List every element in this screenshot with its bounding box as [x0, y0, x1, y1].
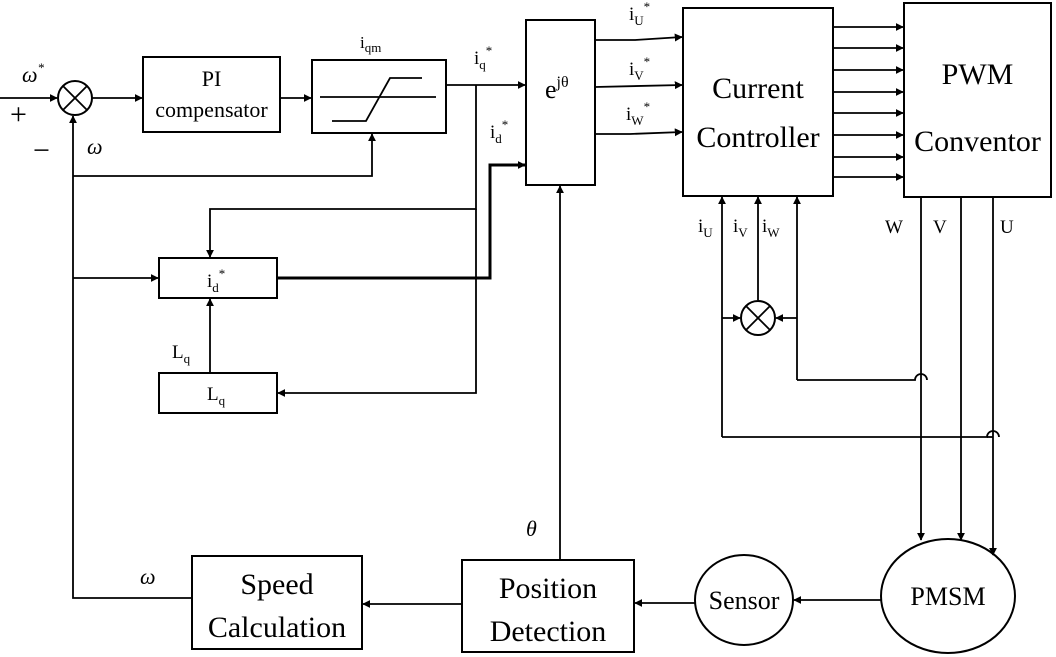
transform-label: ejθ: [545, 74, 569, 104]
omega-ref-label: ω*: [22, 60, 45, 87]
omega-to-limiter-wire: [73, 133, 376, 177]
position-det-label-line1: Position: [499, 572, 597, 605]
iw-feedback-label: iW: [762, 216, 780, 240]
pi-compensator-block: [142, 56, 281, 133]
lq-block-label: Lq: [207, 384, 226, 408]
iw-sense-wire: [797, 373, 928, 381]
speed-calc-label-line2: Calculation: [208, 611, 346, 644]
pwm-conventor-block: [903, 2, 1052, 198]
pmsm-block: [880, 538, 1016, 654]
iv-ref-wire: [594, 81, 683, 90]
pmsm-label: PMSM: [910, 582, 985, 611]
iu-sense-wire: [722, 430, 1000, 438]
iv-feedback-label: iV: [733, 216, 748, 240]
phase-w-label: W: [885, 217, 903, 238]
transform-block: [525, 19, 596, 186]
iu-ref-wire: [595, 33, 683, 42]
current-controller-block: [682, 7, 834, 197]
iv-ref-label: iV*: [629, 54, 650, 83]
omega-feedback-label: ω: [87, 134, 103, 159]
iw-ref-label: iW*: [626, 99, 650, 128]
position-det-label-line2: Detection: [490, 615, 607, 648]
minus-sign: −: [33, 134, 50, 167]
id-ref-wire: [277, 163, 525, 280]
current-summing-junction: [740, 300, 776, 336]
position-detection-block: [461, 559, 635, 653]
iq-to-id-block-wire: [206, 85, 477, 258]
lq-block: [158, 372, 278, 414]
iq-ref-label: iq*: [474, 43, 492, 72]
iqm-label: iqm: [360, 33, 381, 55]
sensor-label: Sensor: [709, 586, 780, 615]
iu-feedback-label: iU: [698, 216, 713, 240]
id-ref-block: [158, 257, 278, 299]
current-controller-label-line1: Current: [712, 72, 804, 105]
phase-v-label: V: [933, 217, 947, 238]
speed-calc-label-line1: Speed: [240, 568, 313, 601]
saturation-icon: [320, 77, 436, 122]
id-ref-label: id*: [490, 117, 508, 146]
pwm-label-line1: PWM: [942, 58, 1014, 91]
plus-sign: +: [10, 98, 27, 131]
iq-to-lq-block-wire: [277, 209, 477, 397]
gate-signal-wires: [833, 23, 904, 181]
speed-calculation-block: [191, 555, 363, 650]
pwm-label-line2: Conventor: [914, 125, 1041, 158]
theta-label: θ: [526, 516, 537, 541]
iu-ref-label: iU*: [629, 0, 650, 28]
omega-feedback-wire: [69, 115, 192, 599]
pi-label-line2: compensator: [155, 97, 268, 122]
speed-summing-junction: [57, 80, 93, 116]
id-ref-block-label: id*: [207, 266, 225, 295]
iw-ref-wire: [595, 128, 683, 137]
pi-label-line1: PI: [202, 66, 222, 91]
sensor-block: [694, 554, 794, 646]
omega-speed-label: ω: [140, 564, 156, 589]
current-controller-label-line2: Controller: [696, 121, 819, 154]
phase-u-label: U: [1000, 217, 1014, 238]
lq-input-label: Lq: [172, 342, 191, 366]
